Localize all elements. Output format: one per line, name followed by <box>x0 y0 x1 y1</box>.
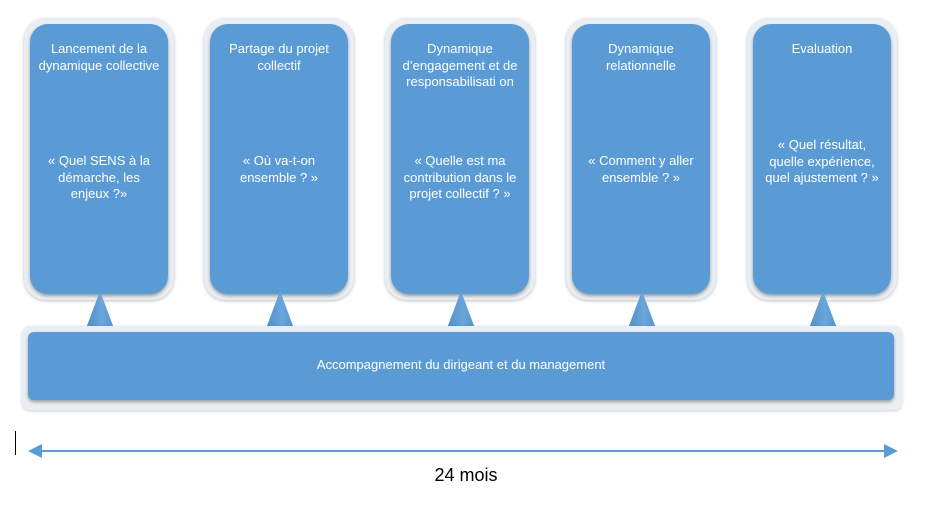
phase-2: Partage du projet collectif « Où va-t-on… <box>204 18 354 300</box>
phase-3: Dynamique d’engagement et de responsabil… <box>385 18 535 300</box>
phase-card: Partage du projet collectif « Où va-t-on… <box>210 24 348 294</box>
phase-question: « Quel SENS à la démarche, les enjeux ?» <box>48 153 150 201</box>
phase-question: « Où va-t-on ensemble ? » <box>239 153 319 185</box>
phase-4: Dynamique relationnelle « Comment y alle… <box>566 18 716 300</box>
phase-card: Lancement de la dynamique collective « Q… <box>30 24 168 294</box>
phase-title: Partage du projet collectif <box>229 41 329 73</box>
phase-5: Evaluation « Quel résultat, quelle expér… <box>747 18 897 300</box>
support-bar: Accompagnement du dirigeant et du manage… <box>28 332 894 400</box>
phase-title: Dynamique relationnelle <box>605 41 677 73</box>
phase-card: Evaluation « Quel résultat, quelle expér… <box>753 24 891 294</box>
phase-question: « Comment y aller ensemble ? » <box>588 153 694 185</box>
text-cursor <box>15 431 16 455</box>
arrow-left-head <box>28 444 42 458</box>
phase-title: Lancement de la dynamique collective <box>38 41 160 73</box>
phase-title: Dynamique d’engagement et de responsabil… <box>402 41 518 89</box>
arrow-right-head <box>884 444 898 458</box>
support-bar-frame: Accompagnement du dirigeant et du manage… <box>22 326 902 410</box>
phase-1: Lancement de la dynamique collective « Q… <box>24 18 174 300</box>
phase-card: Dynamique d’engagement et de responsabil… <box>391 24 529 294</box>
phase-question: « Quel résultat, quelle expérience, quel… <box>765 137 879 185</box>
duration-label: 24 mois <box>434 465 498 485</box>
phase-card: Dynamique relationnelle « Comment y alle… <box>572 24 710 294</box>
phase-question: « Quelle est ma contribution dans le pro… <box>403 153 517 201</box>
phase-title: Evaluation <box>791 41 853 56</box>
timeline-arrow <box>28 444 898 458</box>
